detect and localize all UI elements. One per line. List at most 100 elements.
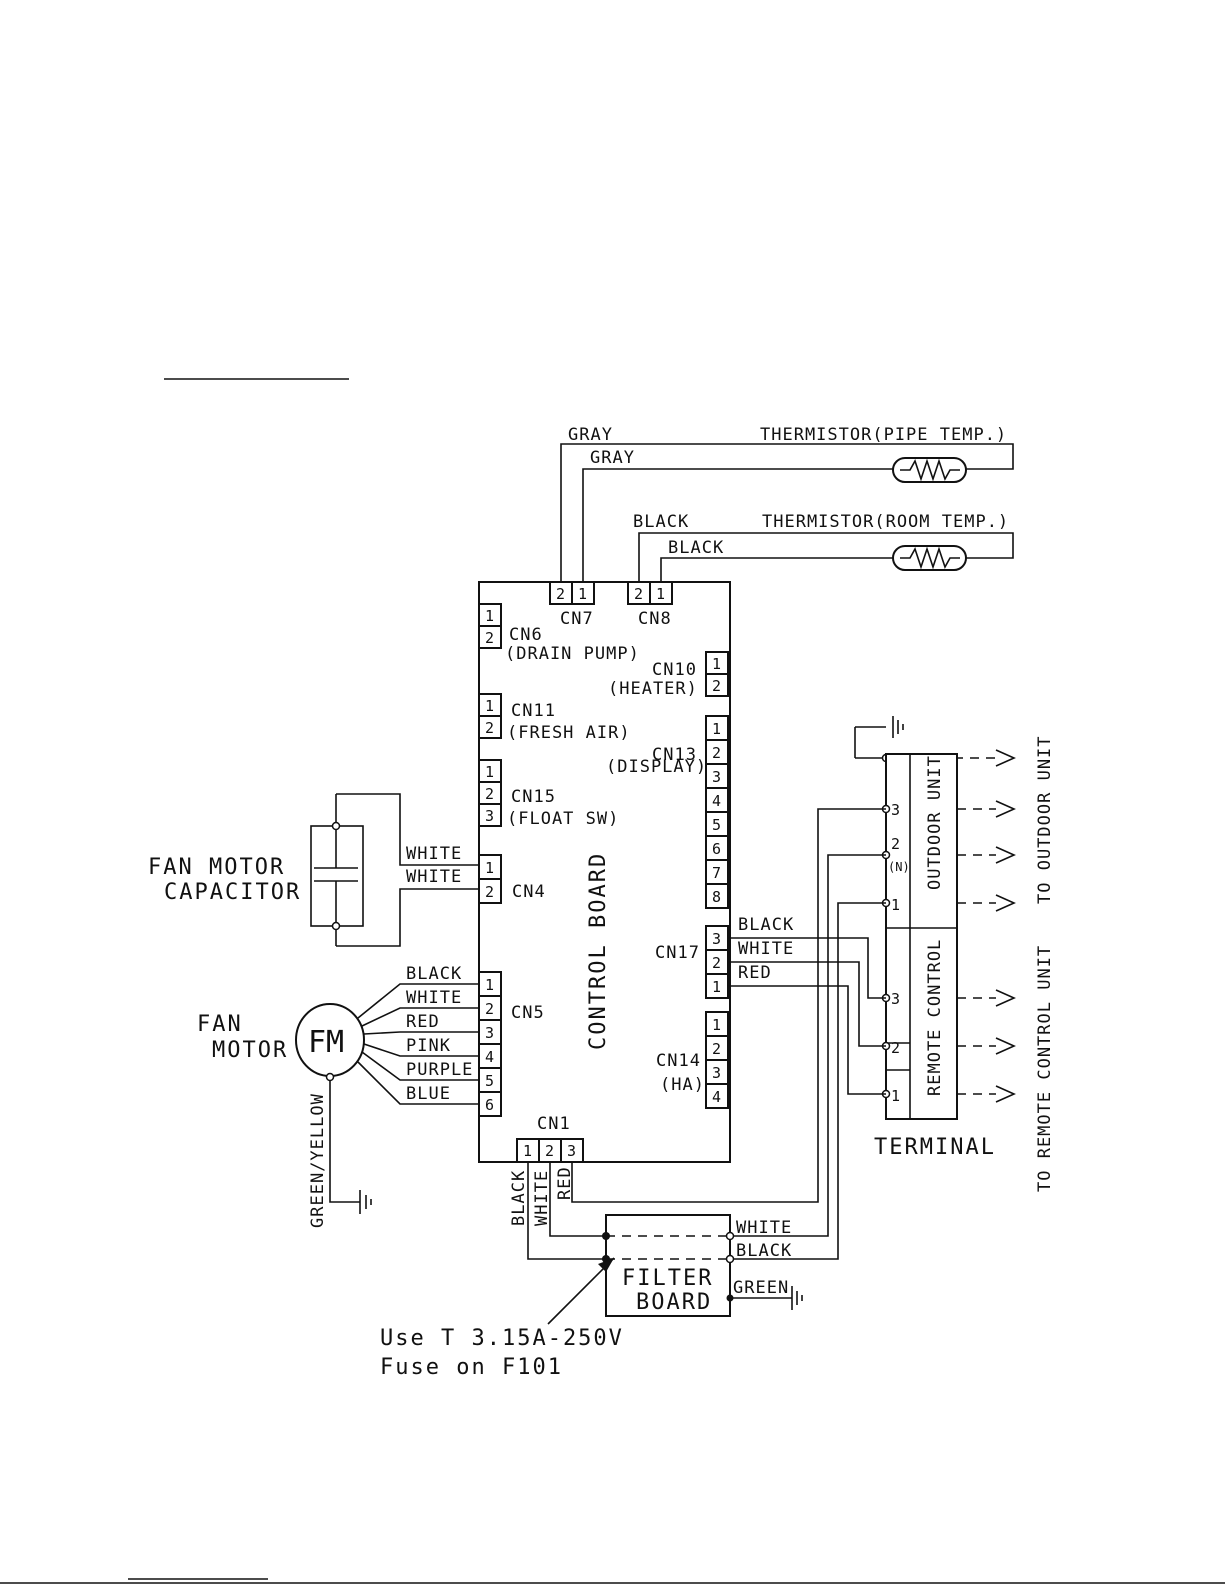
terminal-outdoor-label: OUTDOOR UNIT [925,755,945,890]
outdoor-arrow-2-icon [995,846,1016,864]
motor-label-line2: MOTOR [212,1038,288,1063]
svg-text:3: 3 [712,1064,721,1082]
filter-ground-icon [791,1286,803,1310]
svg-text:5: 5 [485,1072,494,1090]
cn1-wire-label-red: RED [555,1166,575,1200]
cn7-pin1-wire [582,468,893,590]
svg-text:2: 2 [485,719,494,737]
svg-text:1: 1 [578,585,587,603]
svg-text:2: 2 [556,585,565,603]
cn10-connector: 12 [705,651,729,697]
motor-ground-label: GREEN/YELLOW [308,1093,328,1228]
cn14-connector: 1 2 3 4 [705,1011,729,1109]
motor-wire-label-2: WHITE [406,988,462,1008]
thermistor-room-icon [892,545,967,571]
outdoor-pin-n: (N) [888,860,910,874]
svg-text:3: 3 [712,768,721,786]
svg-text:1: 1 [485,976,494,994]
cn13-desc: (DISPLAY) [606,757,707,777]
svg-text:4: 4 [712,792,721,810]
wire-label-black-1: BLACK [633,512,689,532]
motor-wire-label-4: PINK [406,1036,451,1056]
cn14-label: CN14 [656,1051,701,1071]
motor-wire-label-5: PURPLE [406,1060,473,1080]
cn4-label: CN4 [512,882,546,902]
to-outdoor-label: TO OUTDOOR UNIT [1035,735,1055,904]
motor-ground-icon [359,1190,372,1214]
svg-text:2: 2 [634,585,643,603]
svg-text:4: 4 [485,1048,494,1066]
cn11-connector: 12 [478,693,502,739]
svg-text:2: 2 [712,1040,721,1058]
thermistor-room-label: THERMISTOR(ROOM TEMP.) [762,512,1009,532]
capacitor-box [310,825,364,927]
svg-text:3: 3 [567,1142,576,1160]
filter-black-label: BLACK [736,1241,792,1261]
svg-text:1: 1 [485,859,494,877]
cn6-desc: (DRAIN PUMP) [505,644,640,664]
svg-text:1: 1 [712,655,721,673]
svg-text:1: 1 [485,697,494,715]
cn15-label: CN15 [511,787,556,807]
thermistor-pipe-label: THERMISTOR(PIPE TEMP.) [760,425,1007,445]
cn17-wire-label-red: RED [738,963,772,983]
svg-text:1: 1 [712,720,721,738]
cn10-label: CN10 [652,660,697,680]
filter-board [605,1214,731,1317]
capacitor-wire-label-2: WHITE [406,867,462,887]
svg-text:8: 8 [712,888,721,906]
fuse-note-line2: Fuse on F101 [380,1355,563,1380]
cn15-connector: 123 [478,759,502,827]
cn7-pin2-wire [560,443,1014,590]
outdoor-pin-3: 3 [891,801,900,819]
svg-text:2: 2 [485,629,494,647]
outdoor-arrow-3-icon [995,800,1016,818]
remote-arrow-3-icon [995,989,1016,1007]
svg-text:2: 2 [712,677,721,695]
cn4-connector: 12 [478,854,502,904]
svg-text:4: 4 [712,1088,721,1106]
cn17-wire-label-black: BLACK [738,915,794,935]
remote-pin-2: 2 [891,1039,900,1057]
cn1-wire-label-black: BLACK [509,1170,529,1226]
remote-arrow-2-icon [995,1037,1016,1055]
remote-pin-1: 1 [891,1087,900,1105]
svg-text:2: 2 [485,1000,494,1018]
capacitor-label-line1: FAN MOTOR [148,855,285,880]
motor-wire-2 [361,1007,479,1027]
cn1-red-wire [571,808,886,1203]
cn10-desc: (HEATER) [608,679,698,699]
cn15-desc: (FLOAT SW) [507,809,619,829]
cn17-pin1-wire [728,985,886,1095]
cn14-desc: (HA) [660,1075,705,1095]
filter-board-line1: FILTER [622,1266,713,1291]
capacitor-wire-label-1: WHITE [406,844,462,864]
wire-label-black-2: BLACK [668,538,724,558]
cn1-wire-label-white: WHITE [532,1170,552,1226]
svg-text:1: 1 [712,1016,721,1034]
motor-wire-6 [357,1061,479,1105]
motor-ground-point [325,1072,335,1082]
capacitor-wire-1 [336,793,479,866]
svg-text:2: 2 [712,744,721,762]
earth-arrow-icon [995,749,1016,767]
cn17-wire-label-white: WHITE [738,939,794,959]
svg-text:1: 1 [485,763,494,781]
cn5-label: CN5 [511,1003,545,1023]
remote-arrow-1-icon [995,1085,1016,1103]
cn1-black-wire [527,1162,606,1260]
cn8-label: CN8 [638,609,672,629]
svg-text:1: 1 [485,607,494,625]
outdoor-arrow-1-icon [995,894,1016,912]
svg-text:6: 6 [712,840,721,858]
fuse-pointer-arrow-icon [598,1258,614,1272]
cn17-pin3-wire [728,937,886,999]
thermistor-pipe-icon [892,457,967,483]
filter-black-wire [734,902,886,1260]
terminal-ground-icon [892,716,904,738]
motor-wire-5 [361,1051,479,1081]
svg-text:1: 1 [712,978,721,996]
svg-text:3: 3 [712,930,721,948]
